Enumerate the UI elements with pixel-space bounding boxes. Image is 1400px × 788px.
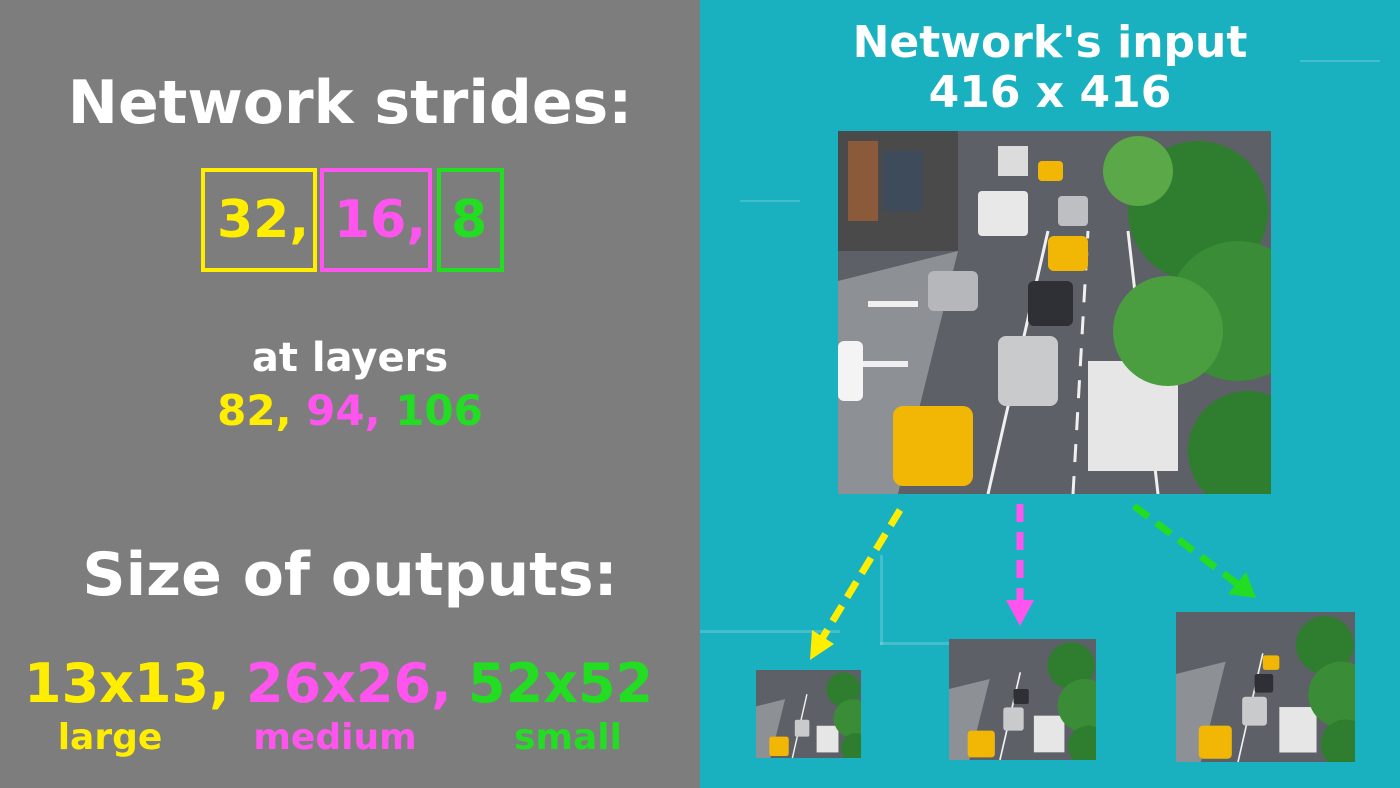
strides-title: Network strides:: [67, 68, 633, 138]
output-26x26-illustration: [949, 639, 1096, 760]
output-13x13-illustration: [756, 670, 861, 758]
arrow-large: [817, 508, 903, 644]
layer-94: 94,: [306, 386, 381, 435]
output-image-26x26: [949, 639, 1096, 760]
output-size-13-text: 13x13: [24, 652, 210, 715]
arrowhead-medium: [1006, 600, 1034, 626]
layer-82: 82,: [217, 386, 292, 435]
output-size-26-text: 26x26: [246, 652, 432, 715]
outputs-title: Size of outputs:: [82, 540, 618, 610]
input-title-line2: 416 x 416: [928, 67, 1172, 118]
background-decoration: [1300, 60, 1380, 62]
arrow-small: [1131, 503, 1243, 589]
output-label-small: small: [514, 717, 622, 758]
layers-label: at layers: [251, 335, 449, 381]
output-label-medium: medium: [253, 717, 417, 758]
left-panel: Network strides: 32, 16, 8 at layers 82,…: [0, 0, 700, 788]
output-size-13-sep: ,: [209, 652, 230, 715]
stride-value-8: 8: [451, 190, 488, 250]
background-decoration: [880, 642, 990, 645]
street-scene-illustration: [838, 131, 1271, 494]
output-size-26-sep: ,: [431, 652, 452, 715]
arrows-layer: [810, 503, 1256, 660]
stride-box-8: 8: [437, 168, 504, 272]
output-52x52-illustration: [1176, 612, 1355, 762]
layer-106: 106: [395, 386, 483, 435]
background-decoration: [740, 200, 800, 202]
input-street-image: [838, 131, 1271, 494]
output-image-13x13: [756, 670, 861, 758]
stride-box-16: 16,: [320, 168, 432, 272]
output-size-26: 26x26,: [246, 652, 452, 716]
stride-value-32: 32,: [217, 190, 310, 250]
right-panel: Network's input 416 x 416: [700, 0, 1400, 788]
output-size-52-text: 52x52: [468, 652, 654, 715]
stride-value-16: 16,: [334, 190, 427, 250]
stride-box-32: 32,: [201, 168, 317, 272]
layers-values: 82, 94, 106: [0, 386, 700, 436]
input-title-line1: Network's input: [852, 17, 1248, 68]
output-size-13: 13x13,: [24, 652, 230, 716]
background-decoration: [700, 630, 840, 633]
background-decoration: [880, 555, 883, 645]
output-image-52x52: [1176, 612, 1355, 762]
arrowhead-small: [1228, 572, 1256, 598]
output-label-large: large: [57, 717, 163, 758]
output-size-52: 52x52: [468, 652, 653, 716]
arrowhead-large: [810, 630, 834, 660]
input-title: Network's input 416 x 416: [700, 18, 1400, 118]
